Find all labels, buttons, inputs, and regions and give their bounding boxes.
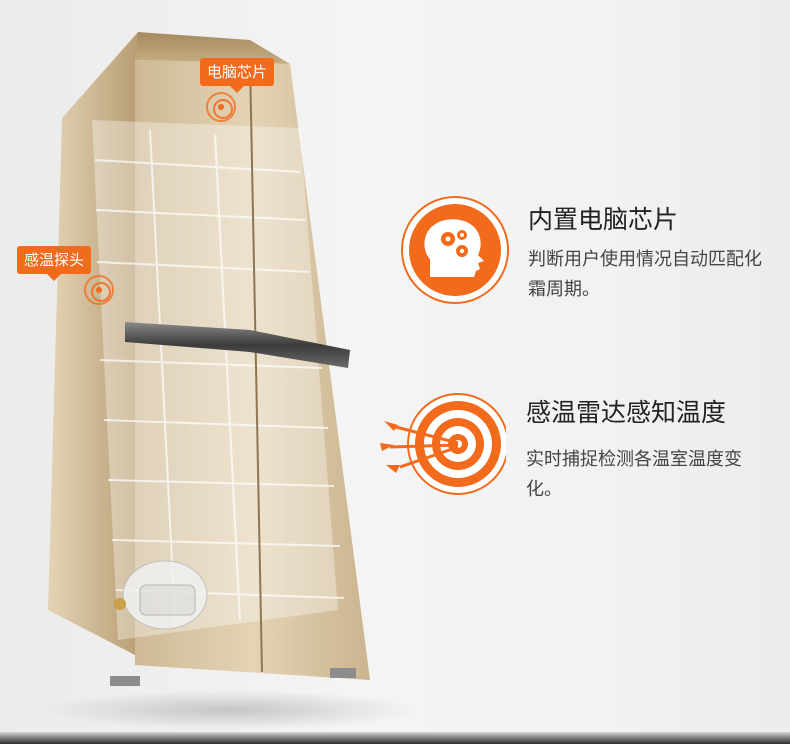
fridge-side-panel — [48, 32, 138, 655]
fridge-shelves — [94, 129, 345, 621]
floor-shadow — [40, 690, 420, 730]
fridge-interior — [92, 120, 338, 640]
brain-gears-icon — [401, 196, 509, 304]
chip-location-marker — [206, 92, 236, 122]
probe-tag: 感温探头 — [17, 246, 92, 281]
feature-description-chip: 判断用户使用情况自动匹配化霜周期。 — [528, 249, 762, 300]
probe-location-marker — [84, 275, 114, 305]
target-arrows-icon — [380, 393, 506, 495]
fridge-top — [135, 32, 290, 64]
bottom-divider-bar — [0, 732, 790, 744]
feature-description-radar: 实时捕捉检测各温室温度变化。 — [526, 449, 742, 500]
chip-tag: 电脑芯片 — [200, 58, 275, 93]
fridge-foot-left — [110, 676, 140, 686]
compressor — [114, 560, 208, 630]
feature-title-radar: 感温雷达感知温度 — [526, 398, 727, 427]
feature-title-chip: 内置电脑芯片 — [528, 205, 679, 234]
door-seam — [249, 61, 263, 673]
door-handle-bar — [125, 322, 350, 368]
refrigerator-image — [48, 32, 370, 686]
fridge-foot-right — [330, 668, 356, 678]
